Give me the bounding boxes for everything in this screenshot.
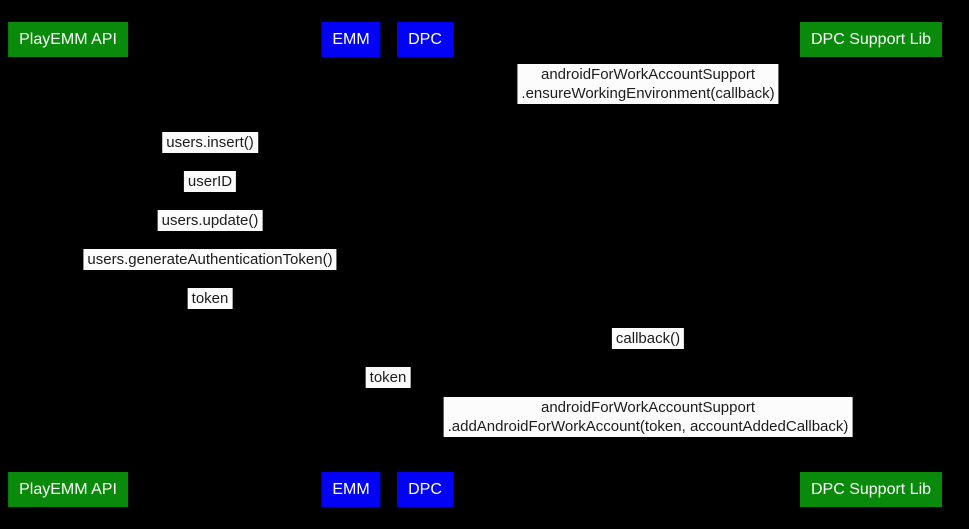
message-label: users.generateAuthenticationToken() [83, 249, 337, 270]
message-line: .ensureWorkingEnvironment(callback) [521, 85, 775, 102]
message-line: userID [187, 173, 233, 190]
participant-top-playemm-api: PlayEMM API [8, 22, 128, 57]
participant-top-emm: EMM [321, 22, 381, 57]
message-line: token [191, 290, 229, 307]
message-label: androidForWorkAccountSupport .ensureWorki… [517, 64, 779, 104]
message-line: androidForWorkAccountSupport [541, 399, 755, 416]
message-label: token [187, 288, 233, 309]
participant-bottom-dpc-support-lib: DPC Support Lib [799, 472, 943, 507]
message-line: users.insert() [166, 134, 254, 151]
message-label: userID [183, 171, 237, 192]
message-line: callback() [615, 330, 681, 347]
participant-bottom-emm: EMM [321, 472, 381, 507]
participant-bottom-playemm-api: PlayEMM API [8, 472, 128, 507]
message-line: token [369, 369, 407, 386]
message-label: users.update() [157, 210, 263, 231]
message-label: androidForWorkAccountSupport .addAndroidF… [443, 397, 853, 437]
participant-top-dpc: DPC [397, 22, 453, 57]
message-label: callback() [611, 328, 685, 349]
message-line: users.generateAuthenticationToken() [87, 251, 333, 268]
participant-top-dpc-support-lib: DPC Support Lib [799, 22, 943, 57]
message-label: users.insert() [162, 132, 258, 153]
message-line: androidForWorkAccountSupport [540, 66, 755, 83]
message-line: users.update() [161, 212, 259, 229]
message-line: .addAndroidForWorkAccount(token, account… [447, 418, 849, 435]
message-label: token [365, 367, 411, 388]
participant-bottom-dpc: DPC [397, 472, 453, 507]
